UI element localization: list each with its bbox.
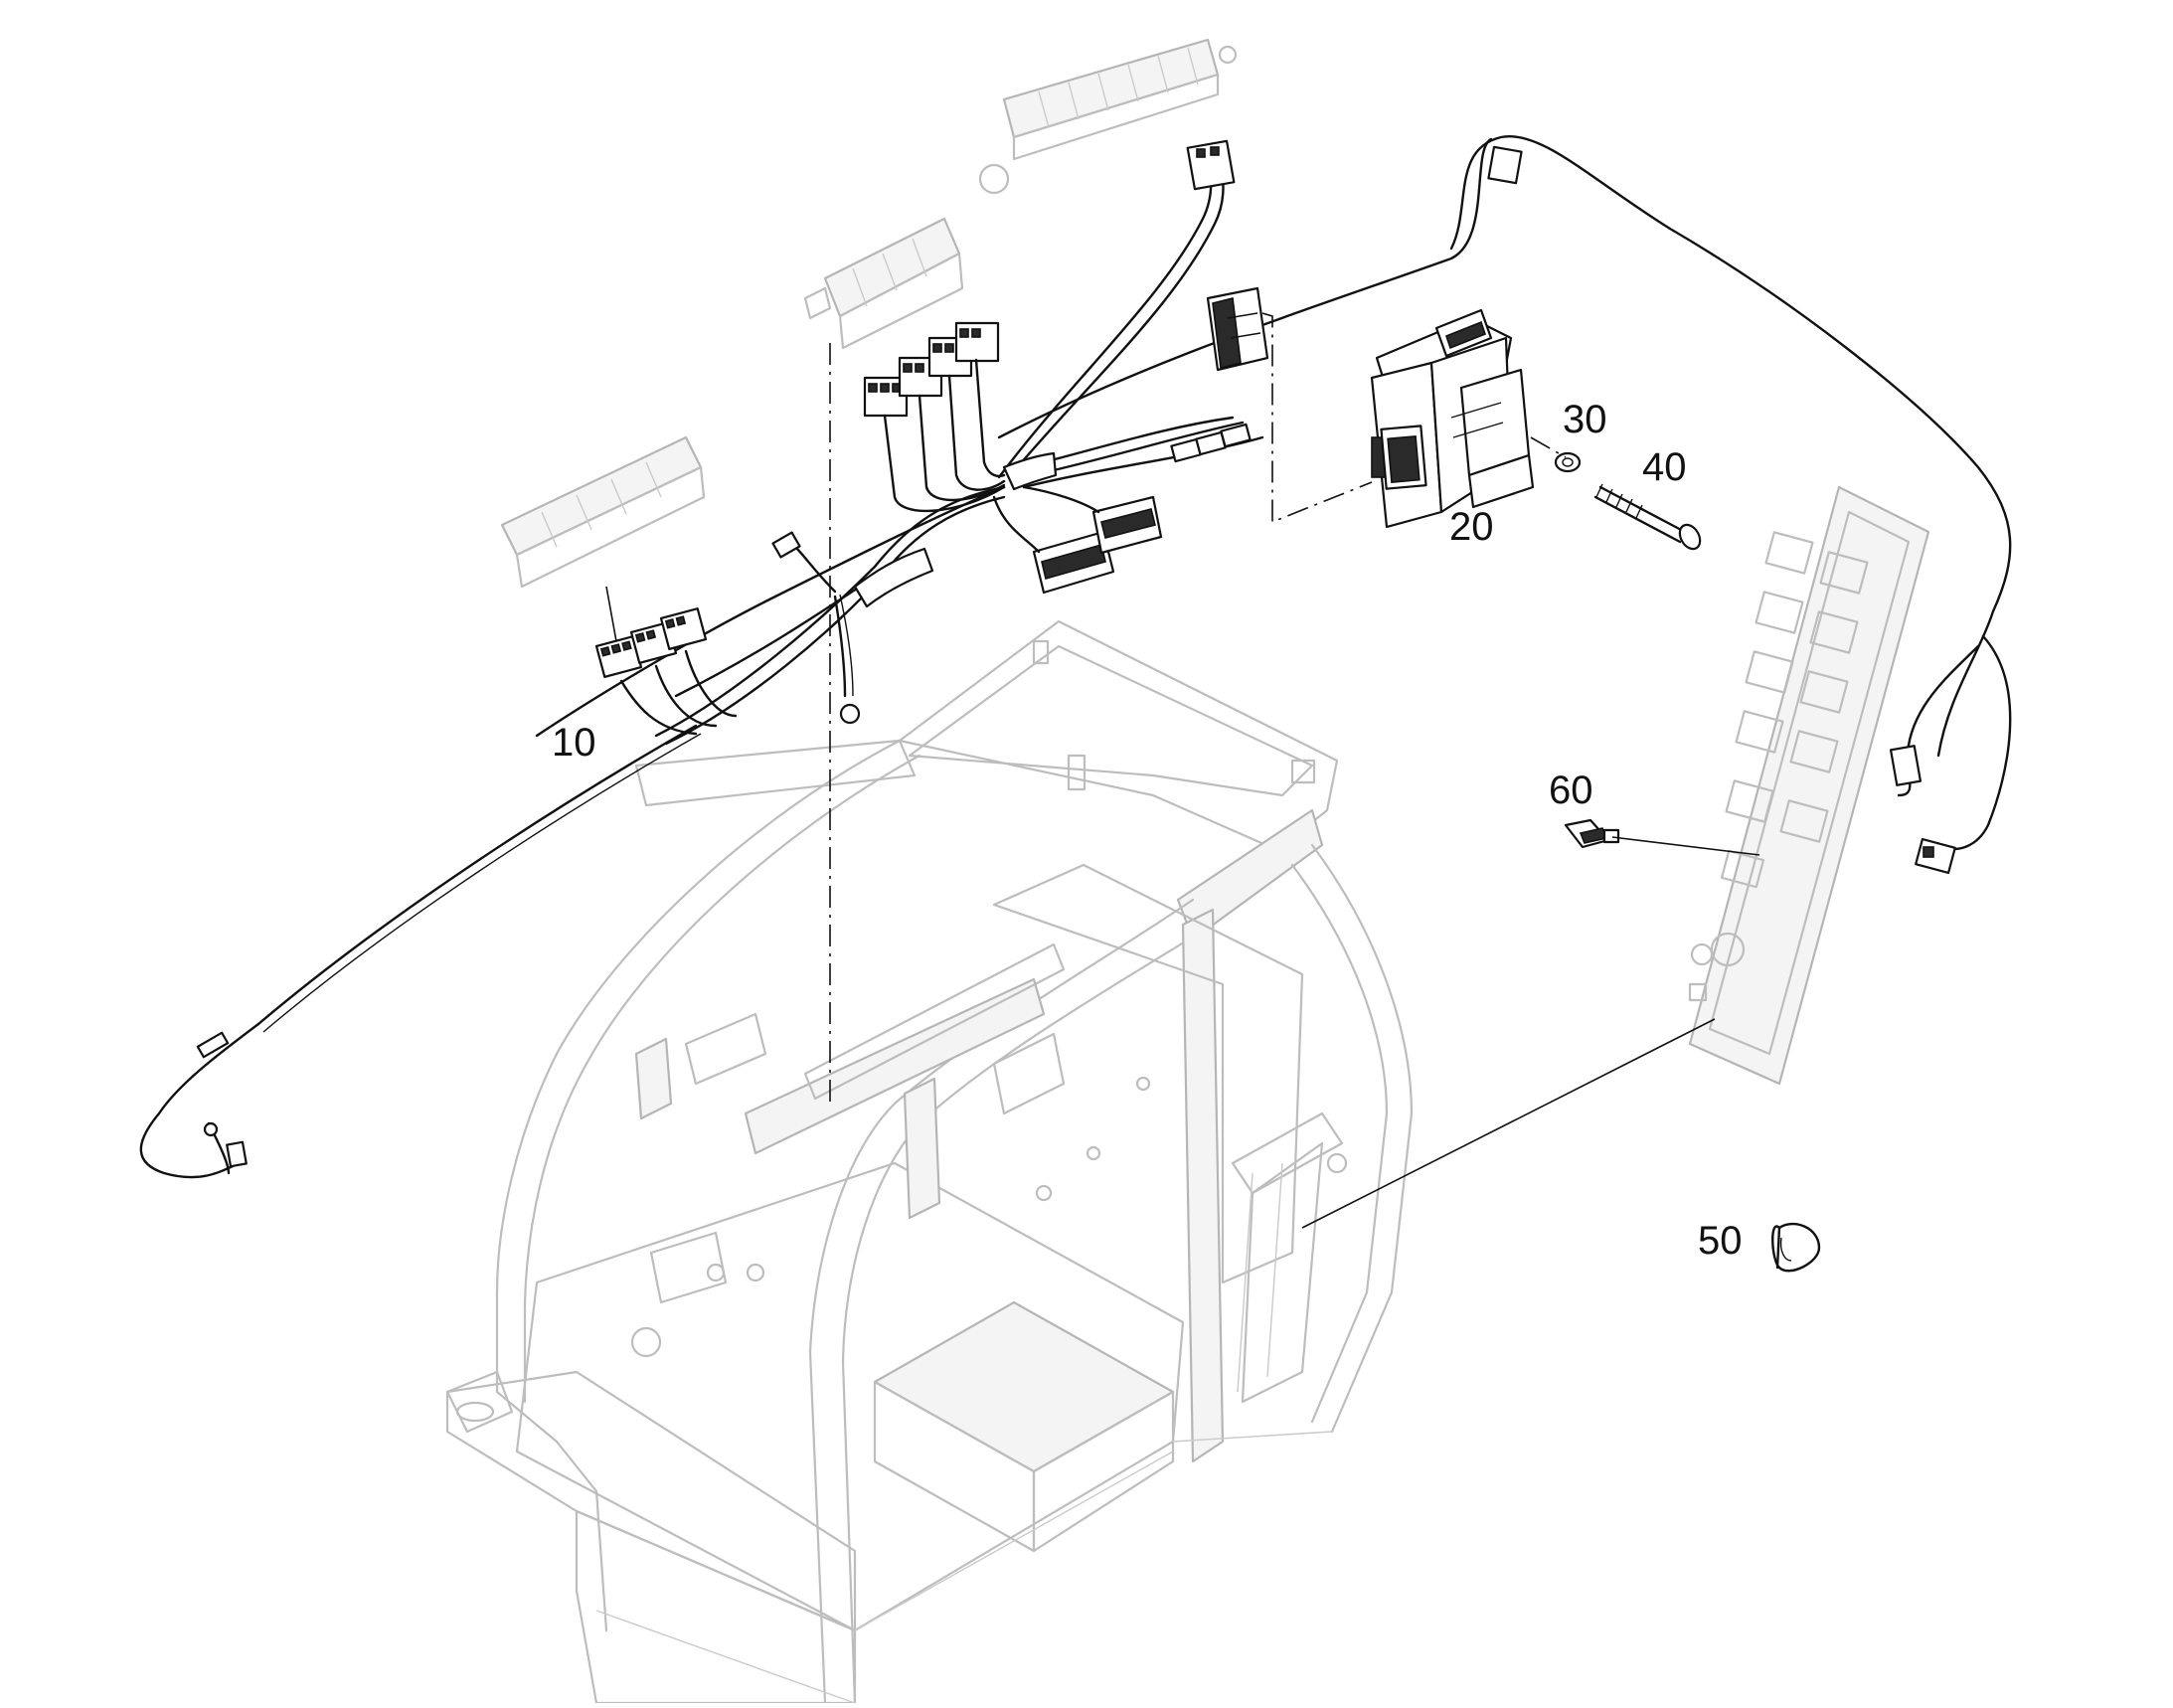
switch-panel-left [500,435,706,589]
bolt-40 [1593,483,1702,551]
fuse-relay-board [1688,485,1930,1086]
connector-top-switch [1186,139,1236,191]
assembly-lines [829,312,1567,1109]
nut-30 [1554,451,1582,473]
cab-frame [445,619,1414,1705]
connector-bottom-left [196,1031,248,1168]
switch-panel-top [978,38,1238,195]
connector-cluster-left [594,607,738,736]
callout-10: 10 [552,721,596,765]
callout-40: 40 [1642,445,1687,489]
leader-lines [605,586,1760,1229]
connector-far-right [1487,145,1956,875]
rocker-switch-connectors [992,485,1163,595]
connector-cluster-middle [863,321,1006,513]
callout-60: 60 [1549,769,1593,812]
switch-panel-middle [803,217,964,350]
callout-20: 20 [1449,505,1494,549]
wiring-harness-10 [139,134,2012,1179]
connector-plug-middle [1206,286,1269,372]
junction-connectors [1170,423,1252,463]
relay-60 [1564,818,1620,849]
control-unit-20 [1370,308,1535,529]
callout-50: 50 [1698,1219,1743,1263]
callout-30: 30 [1563,398,1607,441]
cable-clip-50 [1771,1222,1821,1273]
